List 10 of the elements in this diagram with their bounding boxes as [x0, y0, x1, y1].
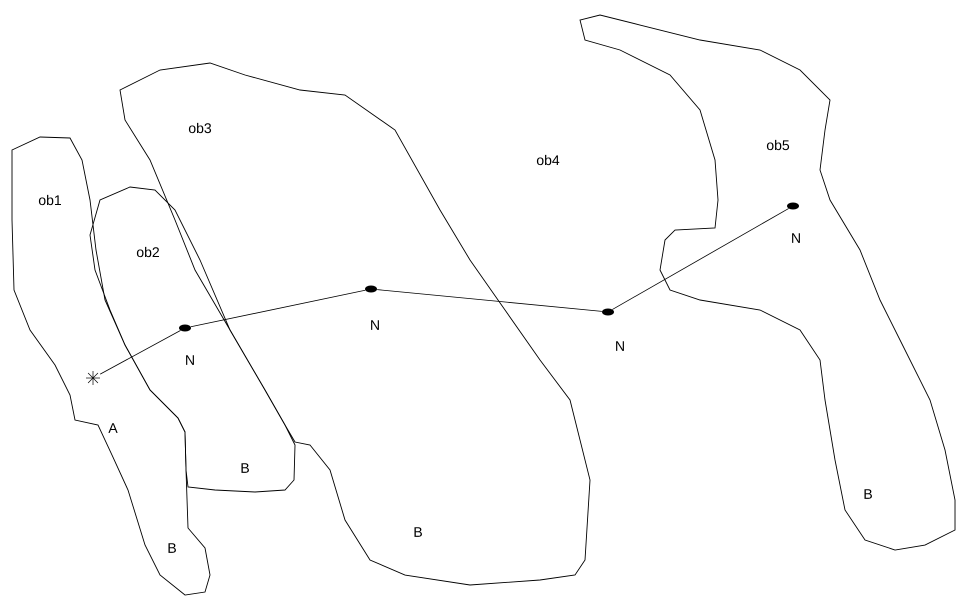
point-label: N	[186, 355, 194, 365]
point-label: N	[371, 320, 379, 330]
path-line	[100, 330, 181, 374]
path-line	[190, 290, 366, 328]
point-label: A	[108, 423, 118, 433]
region-label: ob4	[536, 154, 560, 166]
path-line	[612, 208, 789, 310]
point-label: N	[616, 341, 624, 351]
point-label: N	[792, 233, 800, 243]
path-line	[376, 289, 602, 312]
